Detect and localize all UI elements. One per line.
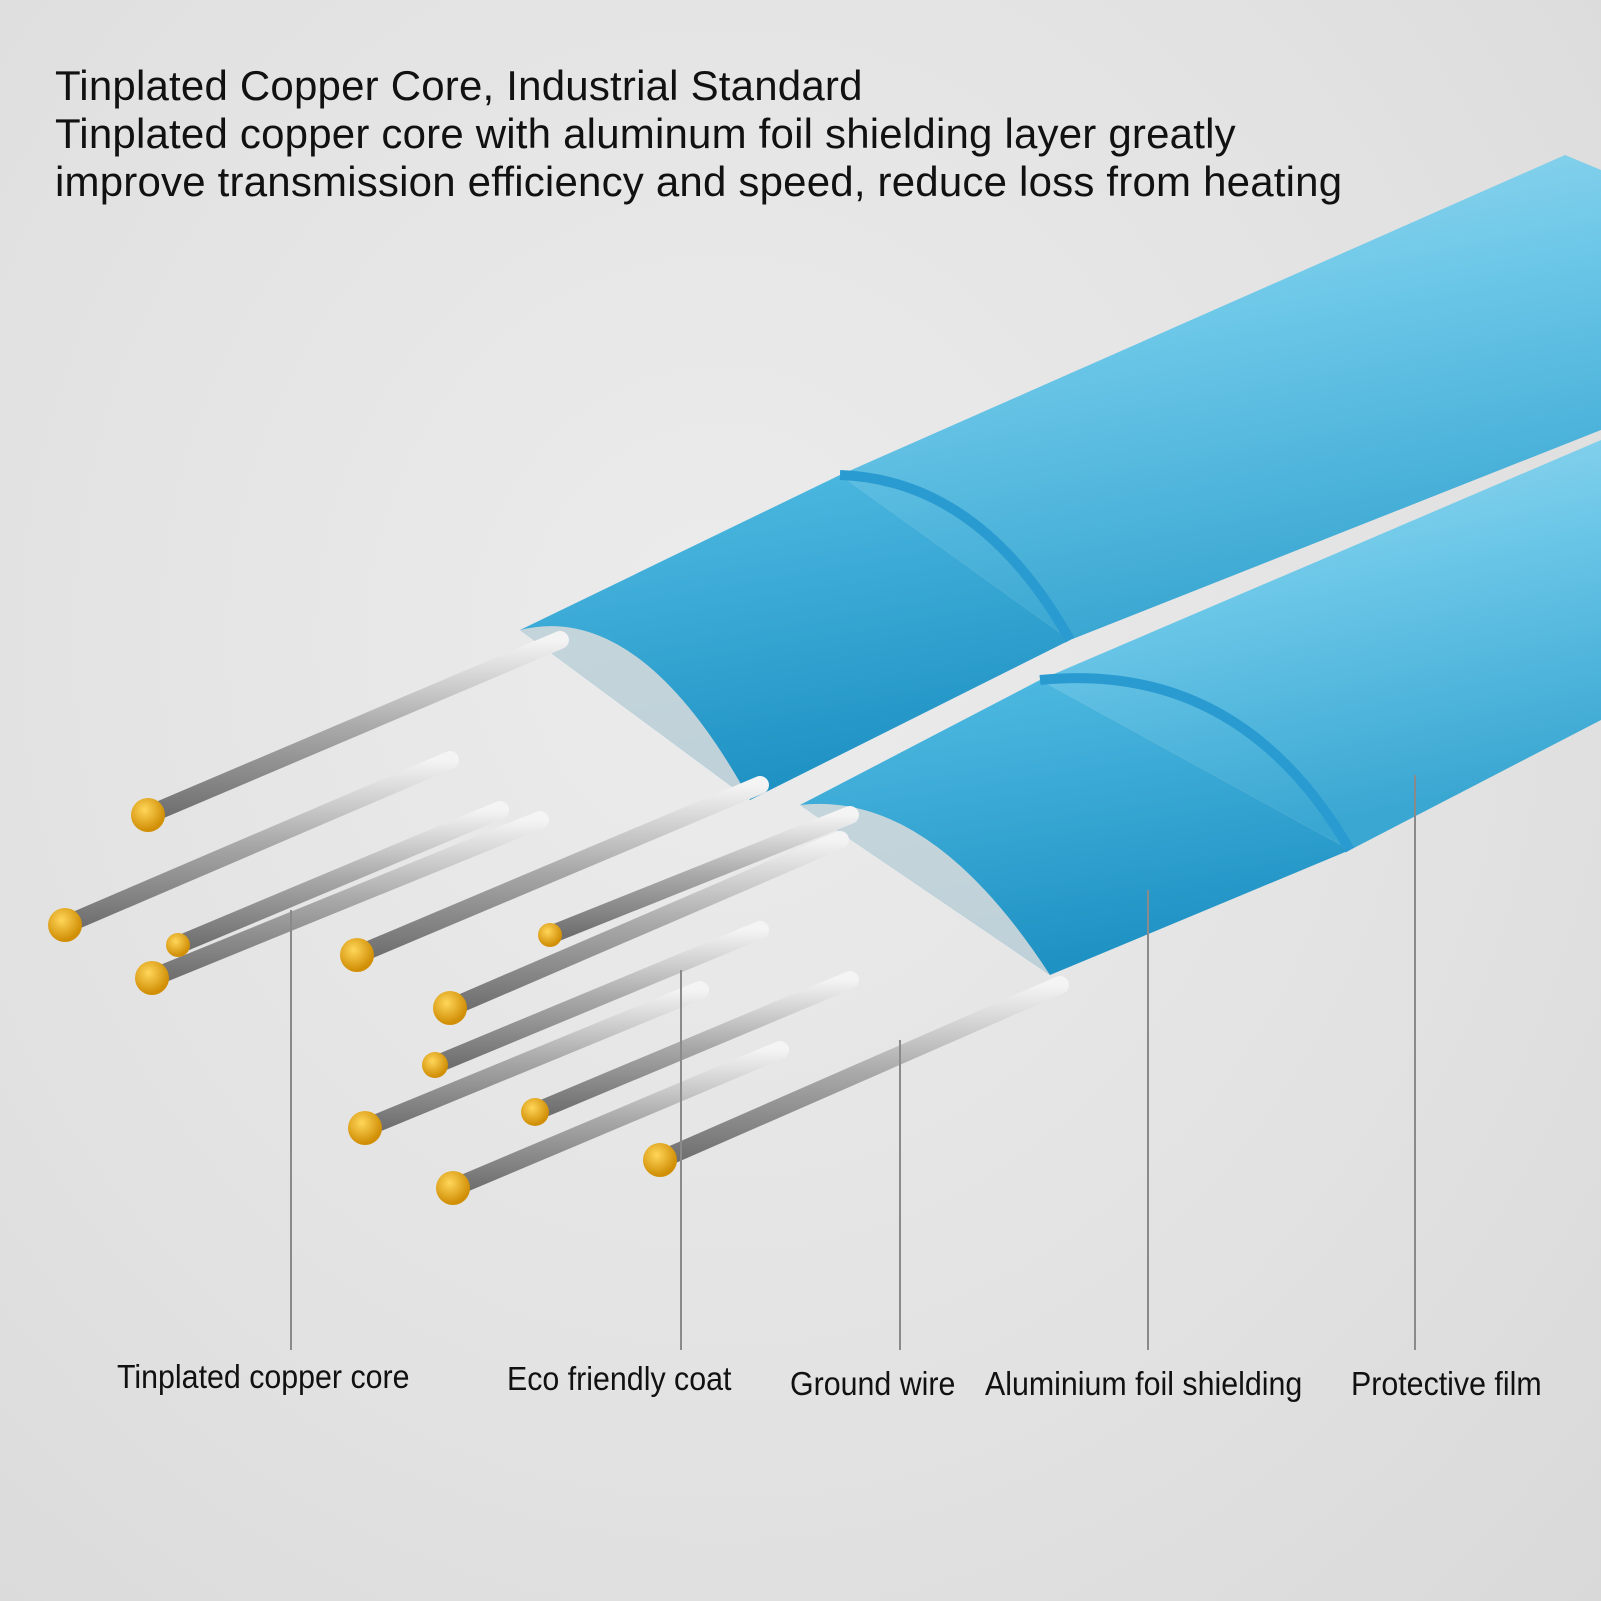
label-tinplated-copper-core: Tinplated copper core — [117, 1358, 410, 1395]
lower-cable — [800, 440, 1601, 975]
copper-wires — [56, 631, 1069, 1197]
wire-tips — [48, 798, 677, 1205]
heading-line-3: improve transmission efficiency and spee… — [55, 158, 1343, 205]
label-aluminium-foil-shielding: Aluminium foil shielding — [985, 1365, 1303, 1402]
heading-title: Tinplated Copper Core, Industrial Standa… — [55, 62, 863, 109]
upper-cable — [520, 155, 1601, 800]
label-ground-wire: Ground wire — [790, 1365, 956, 1402]
leader-lines — [290, 775, 1416, 1350]
heading: Tinplated Copper Core, Industrial Standa… — [55, 62, 1342, 206]
label-eco-friendly-coat: Eco friendly coat — [507, 1360, 732, 1397]
label-protective-film: Protective film — [1351, 1365, 1542, 1402]
heading-line-2: Tinplated copper core with aluminum foil… — [55, 110, 1236, 157]
